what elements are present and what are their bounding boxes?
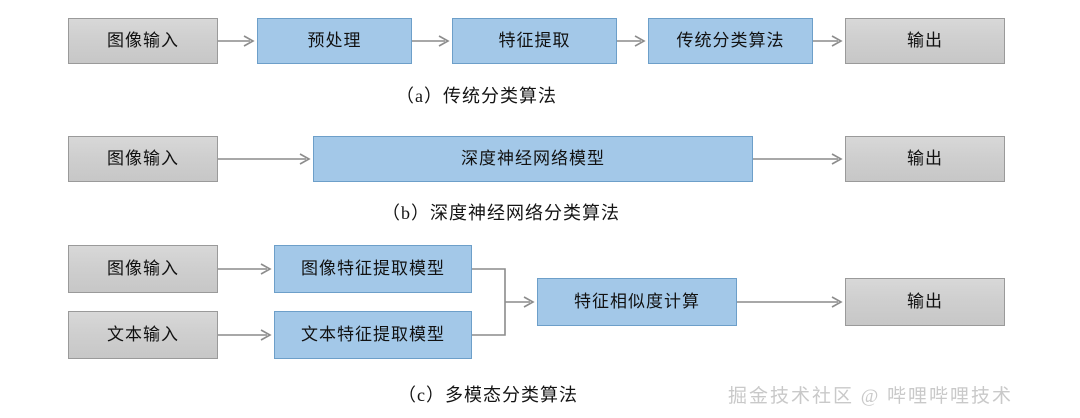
node-dnn-model: 深度神经网络模型 (313, 136, 753, 182)
caption-b: （b）深度神经网络分类算法 (382, 203, 620, 223)
edge-a-classifier-to-output (813, 35, 843, 47)
edge-c-image-input-to-model (218, 263, 272, 275)
node-similarity-computation: 特征相似度计算 (537, 278, 737, 326)
caption-c: （c）多模态分类算法 (398, 385, 578, 405)
node-output-c: 输出 (845, 278, 1005, 326)
node-feature-extraction: 特征提取 (452, 18, 617, 64)
node-output-b: 输出 (845, 136, 1005, 182)
watermark: 掘金技术社区 @ 哔哩哔哩技术 (728, 386, 1013, 407)
node-image-feature-model: 图像特征提取模型 (274, 245, 472, 293)
node-output-a: 输出 (845, 18, 1005, 64)
node-preprocess: 预处理 (257, 18, 412, 64)
node-text-feature-model: 文本特征提取模型 (274, 311, 472, 359)
node-text-input-c: 文本输入 (68, 311, 218, 359)
node-image-input-c: 图像输入 (68, 245, 218, 293)
node-image-input-a: 图像输入 (68, 18, 218, 64)
node-traditional-classifier: 传统分类算法 (648, 18, 813, 64)
edge-b-input-to-model (218, 153, 311, 165)
edge-a-feature-to-classifier (617, 35, 646, 47)
edge-c-similarity-to-output (737, 296, 843, 308)
edge-c-merge-to-similarity (472, 268, 535, 336)
edge-c-text-input-to-model (218, 329, 272, 341)
edge-a-input-to-preprocess (218, 35, 255, 47)
edge-a-preprocess-to-feature (412, 35, 450, 47)
caption-a: （a）传统分类算法 (396, 86, 557, 106)
edge-b-model-to-output (753, 153, 843, 165)
node-image-input-b: 图像输入 (68, 136, 218, 182)
